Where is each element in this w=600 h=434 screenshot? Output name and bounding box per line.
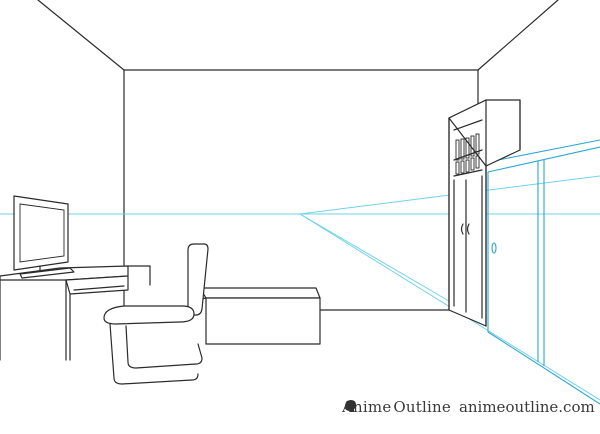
book: [475, 133, 480, 155]
book: [460, 138, 465, 160]
books: [455, 133, 480, 175]
cabinet-top-front: [487, 146, 600, 173]
monitor-screen: [19, 203, 65, 263]
shelf-top: [453, 119, 483, 131]
ceiling-left-edge: [37, 0, 125, 71]
bed-front: [205, 297, 321, 345]
book: [465, 137, 470, 159]
head-silhouette-icon: [345, 400, 356, 412]
shelf-bottom: [453, 169, 483, 177]
watermark-brand-right: Outline: [393, 398, 451, 416]
cabinet-knob-icon: [491, 242, 497, 254]
monitor-frame: [13, 195, 69, 271]
bed-top: [199, 287, 321, 299]
monitor: [13, 195, 75, 279]
book: [460, 160, 465, 174]
guide-lower-inner: [299, 213, 455, 305]
right-wall-cabinet: [487, 139, 600, 405]
book: [455, 161, 460, 175]
book: [455, 139, 460, 161]
watermark-site: animeoutline.com: [458, 398, 595, 416]
book: [465, 159, 470, 173]
chair-leg-front: [109, 323, 199, 385]
bed: [195, 287, 321, 345]
chair-leg-back: [125, 325, 203, 369]
book: [470, 135, 475, 157]
cabinet-bottom: [487, 331, 600, 405]
ceiling-right-edge: [477, 0, 559, 71]
book: [470, 157, 475, 171]
chair-seat: [103, 305, 195, 325]
cabinet-top-back: [487, 139, 600, 163]
door-handle-left-icon: [460, 223, 464, 235]
door-handle-right-icon: [466, 223, 470, 235]
monitor-base: [19, 267, 75, 279]
watermark: Anime Outline animeoutline.com: [342, 398, 595, 416]
wardrobe: [448, 99, 521, 327]
chair: [103, 243, 209, 385]
chair-backrest: [187, 243, 209, 316]
book: [475, 155, 480, 169]
desk-drawer-line: [73, 285, 125, 291]
